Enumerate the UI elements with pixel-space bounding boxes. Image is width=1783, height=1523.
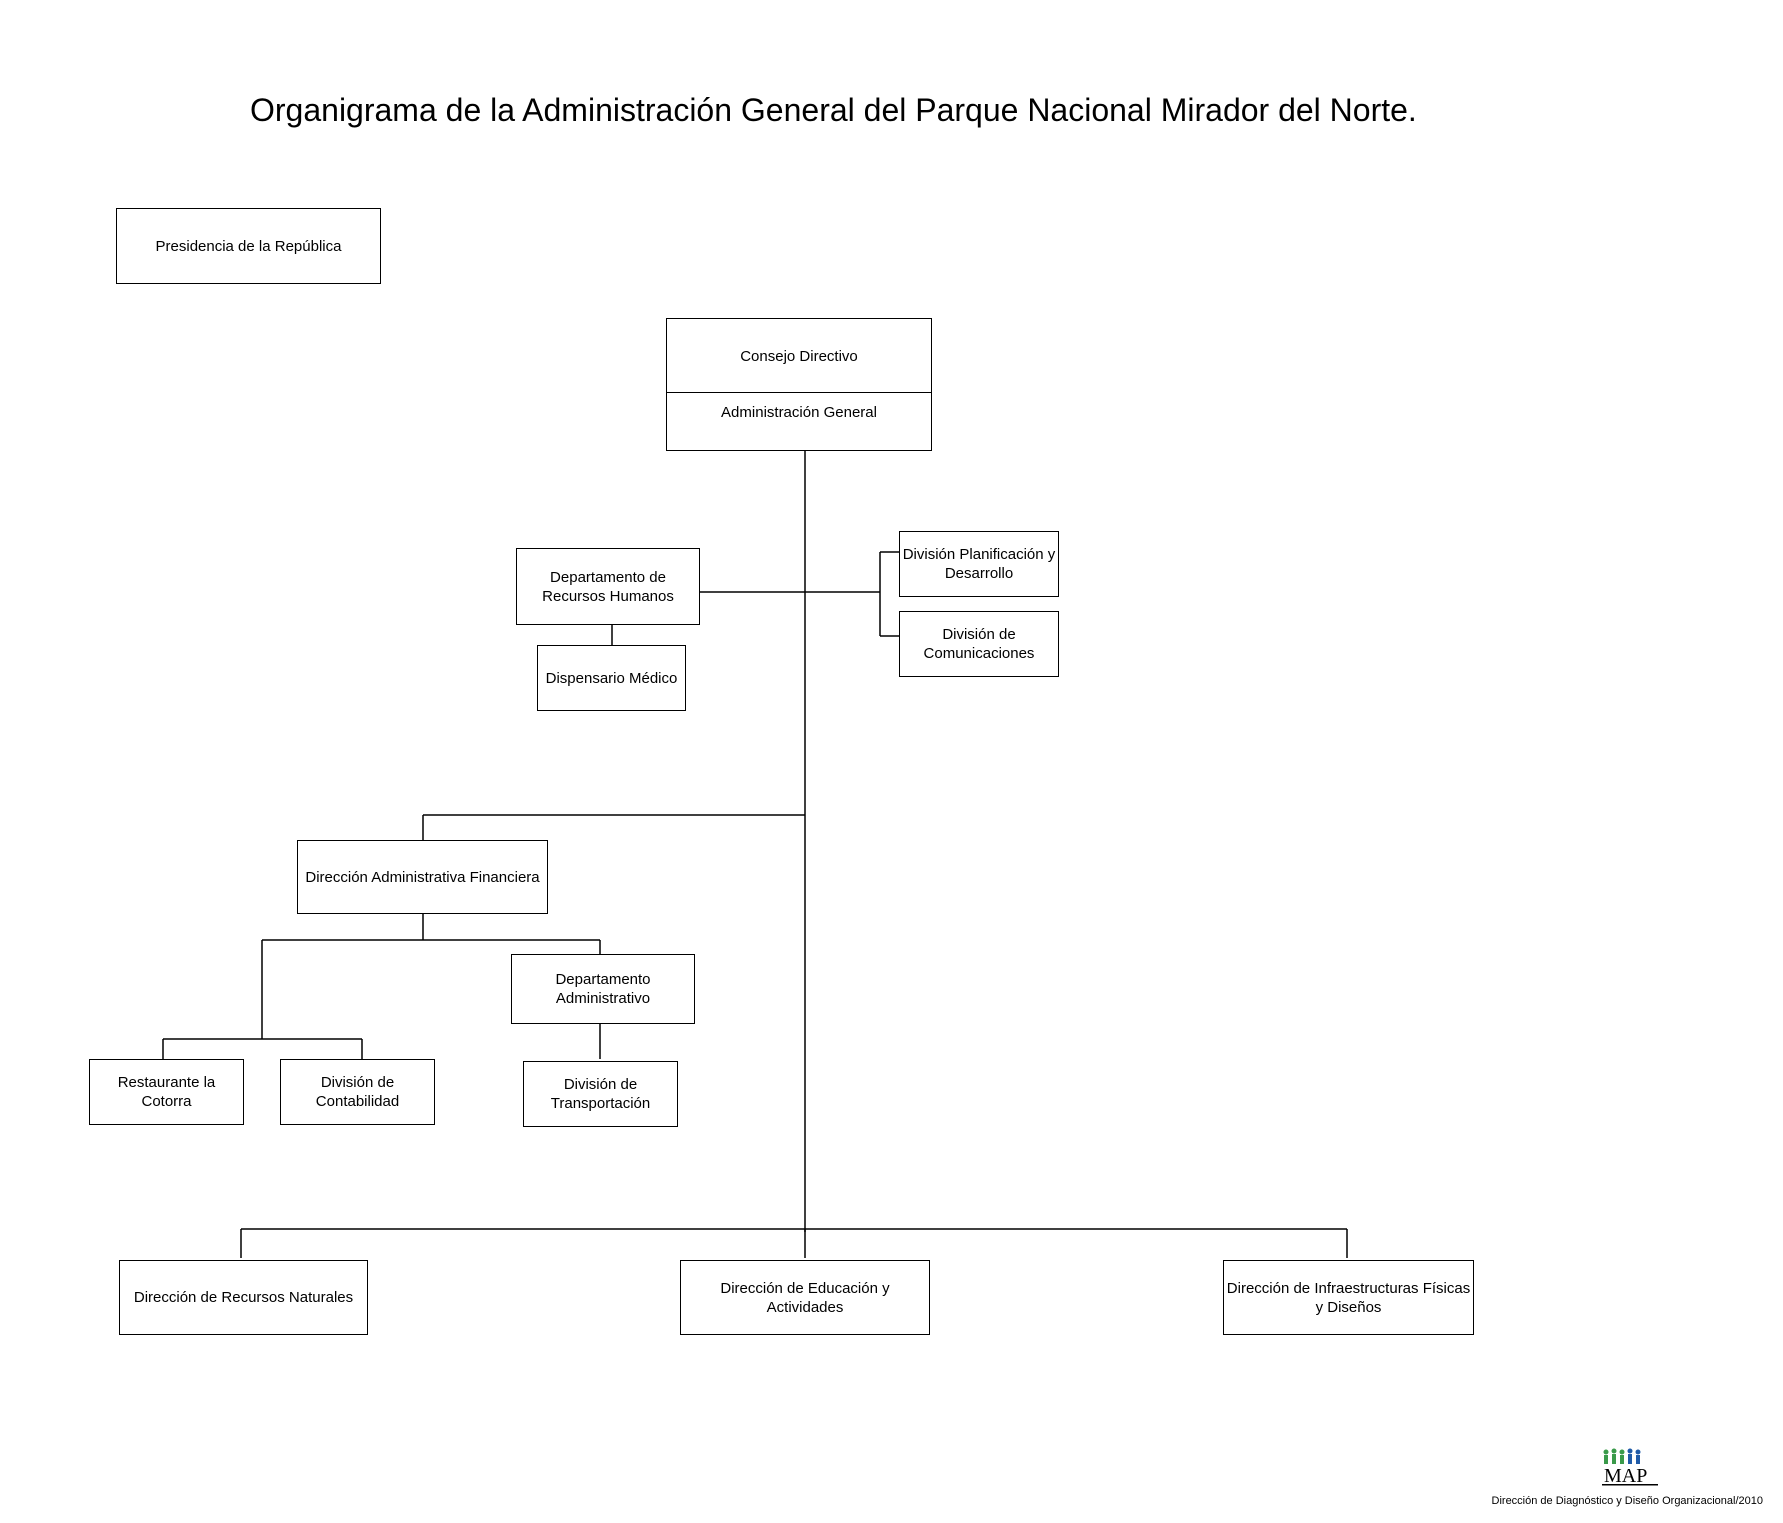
node-direccion-financiera: Dirección Administrativa Financiera <box>297 840 548 914</box>
node-administracion-general: Administración General <box>666 392 932 451</box>
node-label: Dirección Administrativa Financiera <box>305 868 540 886</box>
node-label: División Planificación y Desarrollo <box>902 546 1056 582</box>
map-logo-icon: MAP <box>1594 1446 1664 1490</box>
node-infraestructura: Dirección de Infraestructuras Físicas y … <box>1223 1260 1474 1335</box>
node-label: División de Comunicaciones <box>923 626 1035 662</box>
node-label: Dispensario Médico <box>545 669 678 687</box>
node-label: Presidencia de la República <box>155 237 342 255</box>
node-label: Consejo Directivo <box>740 347 858 365</box>
node-label: Restaurante la Cotorra <box>117 1074 216 1110</box>
node-label: División de Transportación <box>550 1076 651 1112</box>
node-label: Dirección de Educación y Actividades <box>720 1279 890 1316</box>
node-contabilidad: División de Contabilidad <box>280 1059 435 1125</box>
node-recursos-naturales: Dirección de Recursos Naturales <box>119 1260 368 1335</box>
node-comunicaciones: División de Comunicaciones <box>899 611 1059 677</box>
node-label: Departamento de Recursos Humanos <box>542 568 674 605</box>
node-label: Administración General <box>721 404 877 421</box>
node-label: Dirección de Infraestructuras Físicas y … <box>1226 1279 1471 1316</box>
node-label: Departamento Administrativo <box>555 971 651 1007</box>
node-label: Dirección de Recursos Naturales <box>133 1289 354 1306</box>
node-planificacion: División Planificación y Desarrollo <box>899 531 1059 597</box>
node-presidencia: Presidencia de la República <box>116 208 381 284</box>
footer-credit: Dirección de Diagnóstico y Diseño Organi… <box>1491 1495 1763 1507</box>
node-departamento-administrativo: Departamento Administrativo <box>511 954 695 1024</box>
node-restaurante: Restaurante la Cotorra <box>89 1059 244 1125</box>
logo-text: MAP <box>1604 1465 1647 1487</box>
node-transportacion: División de Transportación <box>523 1061 678 1127</box>
node-recursos-humanos: Departamento de Recursos Humanos <box>516 548 700 625</box>
chart-title: Organigrama de la Administración General… <box>250 92 1417 128</box>
node-dispensario-medico: Dispensario Médico <box>537 645 686 711</box>
node-consejo-directivo: Consejo Directivo <box>666 318 932 394</box>
node-label: División de Contabilidad <box>315 1074 400 1110</box>
node-educacion: Dirección de Educación y Actividades <box>680 1260 930 1335</box>
